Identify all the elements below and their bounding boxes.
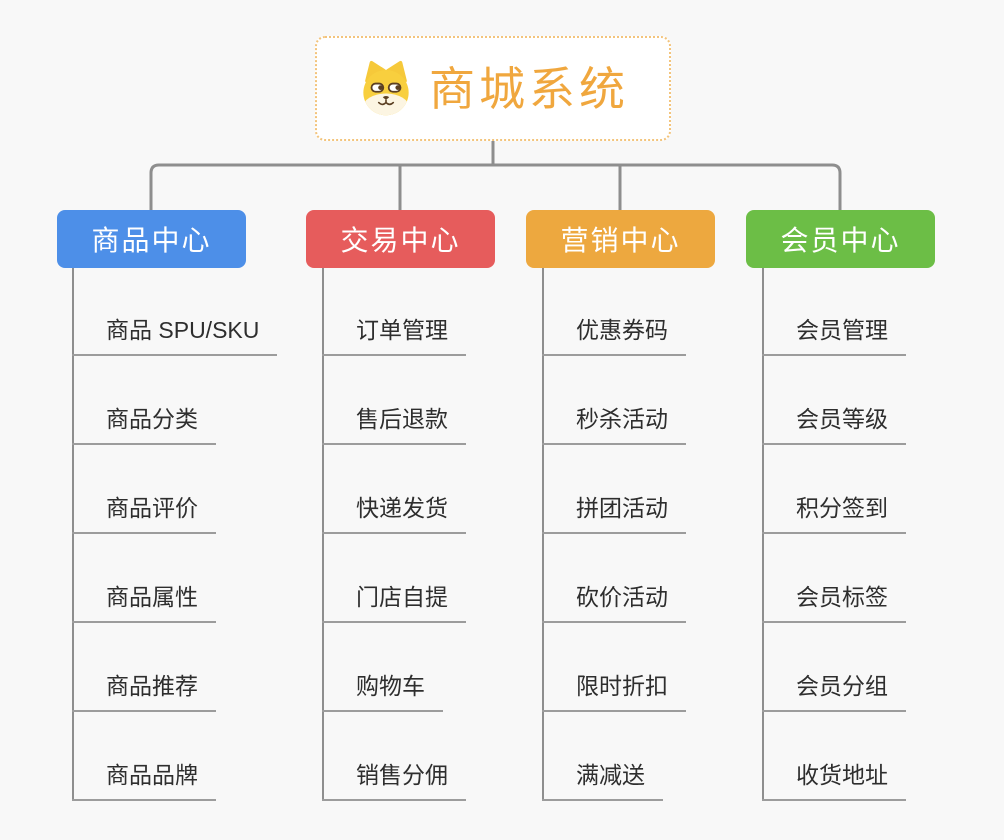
child-node[interactable]: 商品评价	[72, 492, 216, 534]
trunk-line	[322, 268, 324, 801]
child-node[interactable]: 购物车	[322, 670, 443, 712]
child-node[interactable]: 商品品牌	[72, 759, 216, 801]
child-node[interactable]: 快递发货	[322, 492, 466, 534]
child-node[interactable]: 订单管理	[322, 314, 466, 356]
child-node[interactable]: 限时折扣	[542, 670, 686, 712]
root-title: 商城系统	[429, 62, 629, 115]
child-node[interactable]: 拼团活动	[542, 492, 686, 534]
trunk-line	[762, 268, 764, 801]
trunk-line	[72, 268, 74, 801]
child-node[interactable]: 满减送	[542, 759, 663, 801]
child-node[interactable]: 秒杀活动	[542, 403, 686, 445]
child-node[interactable]: 售后退款	[322, 403, 466, 445]
child-node[interactable]: 门店自提	[322, 581, 466, 623]
child-node[interactable]: 会员分组	[762, 670, 906, 712]
child-node[interactable]: 优惠券码	[542, 314, 686, 356]
column-product-center: 商品 SPU/SKU 商品分类 商品评价 商品属性 商品推荐 商品品牌	[72, 268, 322, 804]
column-trade-center: 订单管理 售后退款 快递发货 门店自提 购物车 销售分佣	[322, 268, 572, 804]
child-node[interactable]: 收货地址	[762, 759, 906, 801]
branch-marketing-center[interactable]: 营销中心	[526, 210, 715, 268]
column-marketing-center: 优惠券码 秒杀活动 拼团活动 砍价活动 限时折扣 满减送	[542, 268, 792, 804]
child-node[interactable]: 会员等级	[762, 403, 906, 445]
trunk-line	[542, 268, 544, 801]
shiba-dog-face-icon	[363, 60, 409, 115]
bus-line	[149, 163, 842, 210]
child-node[interactable]: 会员管理	[762, 314, 906, 356]
child-node[interactable]: 积分签到	[762, 492, 906, 534]
branch-trade-center[interactable]: 交易中心	[306, 210, 495, 268]
branch-member-center[interactable]: 会员中心	[746, 210, 935, 268]
column-member-center: 会员管理 会员等级 积分签到 会员标签 会员分组 收货地址	[762, 268, 1004, 804]
branch-product-center[interactable]: 商品中心	[57, 210, 246, 268]
child-node[interactable]: 商品 SPU/SKU	[72, 314, 278, 356]
child-node[interactable]: 商品分类	[72, 403, 216, 445]
child-node[interactable]: 砍价活动	[542, 581, 686, 623]
child-node[interactable]: 商品推荐	[72, 670, 216, 712]
child-node[interactable]: 商品属性	[72, 581, 216, 623]
root-node[interactable]: 商城系统	[315, 36, 671, 141]
child-node[interactable]: 销售分佣	[322, 759, 466, 801]
child-node[interactable]: 会员标签	[762, 581, 906, 623]
